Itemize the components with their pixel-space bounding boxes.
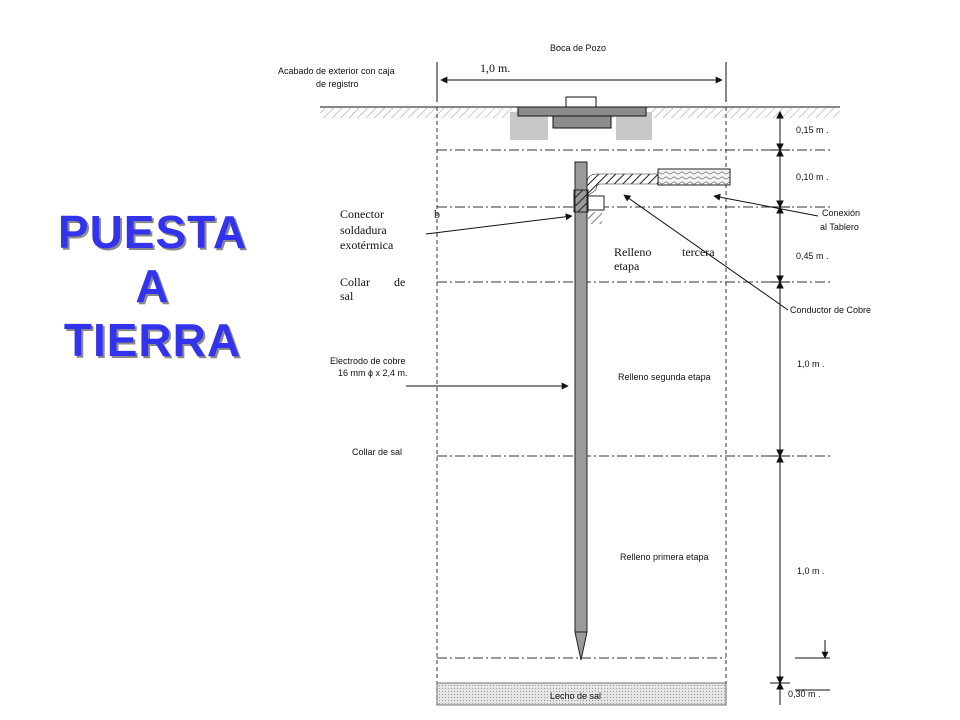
relleno2-label: Relleno segunda etapa — [618, 372, 711, 382]
width-label: 1,0 m. — [480, 61, 510, 75]
right-annotations: Conexión al Tablero Conductor de Cobre — [623, 193, 871, 315]
slide-title: PUESTA A TIERRA — [40, 205, 265, 367]
depth-label-2: 0,10 m . — [796, 172, 829, 182]
conexion-leader — [713, 193, 819, 217]
conexion-label-2: al Tablero — [820, 222, 859, 232]
collar-label-1a: Collar — [340, 275, 370, 289]
conector-label-b: b — [434, 207, 440, 221]
depth-labels: 0,15 m . 0,10 m . 0,45 m . 1,0 m . 1,0 m… — [788, 125, 829, 699]
lecho-label: Lecho de sal — [550, 691, 601, 701]
boca-label: Boca de Pozo — [550, 43, 606, 53]
left-annotations: Conector soldadura exotérmica b Collar d… — [330, 207, 573, 457]
acabado-label-1: Acabado de exterior con caja — [278, 66, 395, 76]
collar-label-2: Collar de sal — [352, 447, 402, 457]
electrodo-label-1: Electrodo de cobre — [330, 356, 406, 366]
title-line-3: TIERRA — [63, 314, 242, 366]
width-dimension: 1,0 m. Boca de Pozo Acabado de exterior … — [278, 43, 727, 102]
electrodo-label-2: 16 mm ϕ x 2,4 m. — [338, 368, 408, 378]
conector-leader — [425, 213, 573, 235]
acabado-label-2: de registro — [316, 79, 359, 89]
copper-electrode — [574, 161, 588, 661]
depth-label-3: 0,45 m . — [796, 251, 829, 261]
exothermic-connector — [573, 168, 731, 224]
relleno1-label: Relleno primera etapa — [620, 552, 709, 562]
layer-lines — [437, 149, 830, 659]
depth-label-5: 1,0 m . — [797, 566, 825, 576]
title-line-2: A — [135, 260, 170, 312]
fill-annotations: Relleno tercera etapa Relleno segunda et… — [614, 245, 715, 562]
relleno3-label-c: etapa — [614, 259, 640, 273]
salt-bed: Lecho de sal — [436, 682, 727, 706]
conector-label-1: Conector — [340, 207, 384, 221]
depth-label-6: 0,30 m . — [788, 689, 821, 699]
conductor-label: Conductor de Cobre — [790, 305, 871, 315]
depth-dimensions — [770, 110, 830, 705]
collar-label-1b: de — [394, 275, 405, 289]
conector-label-3: exotérmica — [340, 238, 394, 252]
conexion-label-1: Conexión — [822, 208, 860, 218]
title-line-1: PUESTA — [57, 206, 248, 258]
collar-label-1c: sal — [340, 289, 354, 303]
relleno3-label-b: tercera — [682, 245, 715, 259]
depth-label-4: 1,0 m . — [797, 359, 825, 369]
conductor-leader — [623, 194, 789, 311]
depth-label-1: 0,15 m . — [796, 125, 829, 135]
well-cover-box — [510, 96, 652, 140]
conector-label-2: soldadura — [340, 223, 387, 237]
relleno3-label-a: Relleno — [614, 245, 651, 259]
